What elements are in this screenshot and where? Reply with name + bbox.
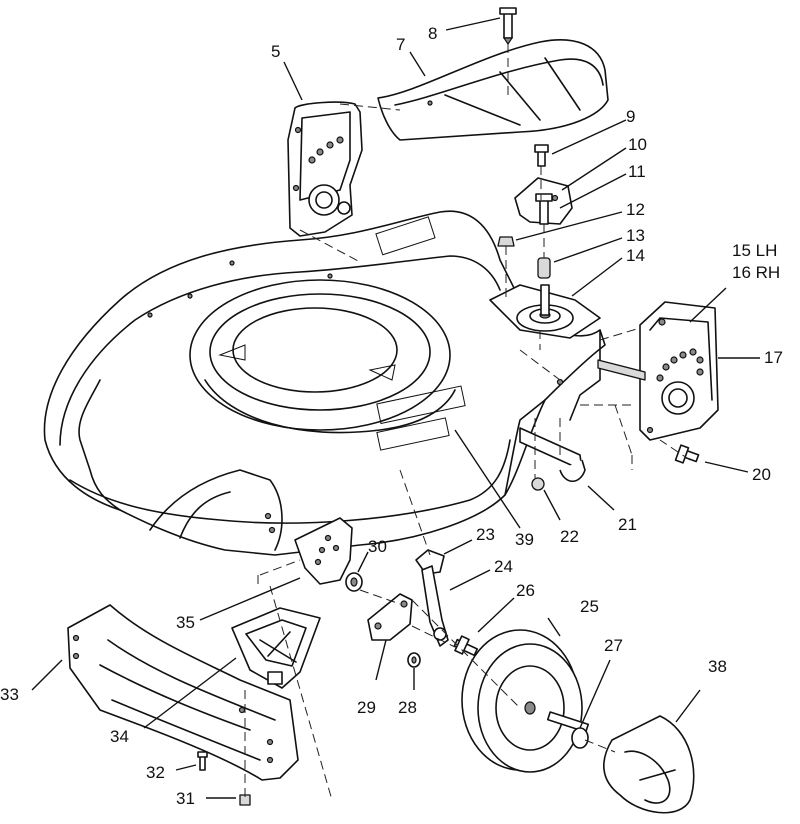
mower-deck-housing xyxy=(43,210,606,556)
label-part-38: 38 xyxy=(708,657,727,676)
label-part-11: 11 xyxy=(628,162,646,181)
part-32-screw xyxy=(197,751,208,771)
label-part-13: 13 xyxy=(626,226,645,245)
label-part-28: 28 xyxy=(398,698,417,717)
label-part-7: 7 xyxy=(396,35,405,54)
part-27-axle-bolt xyxy=(546,711,590,749)
part-8-bolt xyxy=(499,7,517,46)
label-part-16: 16 RH xyxy=(732,263,780,282)
part-9-bolt xyxy=(534,144,549,167)
label-part-27: 27 xyxy=(604,636,623,655)
part-12-bushing xyxy=(497,236,515,247)
part-20-bolt xyxy=(674,444,700,464)
part-14-pulley xyxy=(516,284,574,332)
label-part-15: 15 LH xyxy=(732,241,777,260)
part-15-16-adjuster-plate xyxy=(597,301,719,441)
label-part-8: 8 xyxy=(428,24,437,43)
label-part-24: 24 xyxy=(494,557,513,576)
label-part-34: 34 xyxy=(110,727,129,746)
label-part-5: 5 xyxy=(271,42,280,61)
label-part-31: 31 xyxy=(176,789,195,808)
label-part-25: 25 xyxy=(580,597,599,616)
part-25-wheel xyxy=(461,629,583,773)
part-21-rod xyxy=(519,427,586,483)
label-part-29: 29 xyxy=(357,698,376,717)
part-number-labels: 5 7 8 9 10 11 12 13 14 15 LH 16 RH 17 20… xyxy=(0,24,783,808)
label-part-32: 32 xyxy=(146,763,165,782)
part-29-plate xyxy=(367,593,413,641)
label-part-9: 9 xyxy=(626,107,635,126)
label-part-21: 21 xyxy=(618,515,637,534)
part-24-lever xyxy=(421,565,449,647)
part-33-skirt xyxy=(67,604,299,781)
label-part-26: 26 xyxy=(516,581,535,600)
label-part-17: 17 xyxy=(764,348,783,367)
part-26-bolt xyxy=(453,635,479,657)
label-part-33: 33 xyxy=(0,685,19,704)
part-7-cover xyxy=(377,39,609,141)
assembly-dash-lines xyxy=(244,44,691,801)
part-38-hubcap xyxy=(603,715,695,814)
part-5-bracket xyxy=(287,101,363,237)
label-part-22: 22 xyxy=(560,527,579,546)
label-part-12: 12 xyxy=(626,200,645,219)
part-28-washer xyxy=(407,652,421,668)
label-part-10: 10 xyxy=(628,135,647,154)
part-35-bracket xyxy=(294,517,353,585)
part-34-deflector xyxy=(231,607,321,689)
label-part-20: 20 xyxy=(752,465,771,484)
part-22-nut xyxy=(531,477,545,491)
callout-leaders xyxy=(31,17,760,799)
part-30-washer xyxy=(345,572,363,592)
part-13-spacer xyxy=(537,257,551,279)
label-part-14: 14 xyxy=(626,246,645,265)
label-part-39: 39 xyxy=(515,530,534,549)
label-part-23: 23 xyxy=(476,525,495,544)
part-11-bolt xyxy=(535,193,553,225)
label-part-35: 35 xyxy=(176,613,195,632)
label-part-30: 30 xyxy=(368,537,387,556)
